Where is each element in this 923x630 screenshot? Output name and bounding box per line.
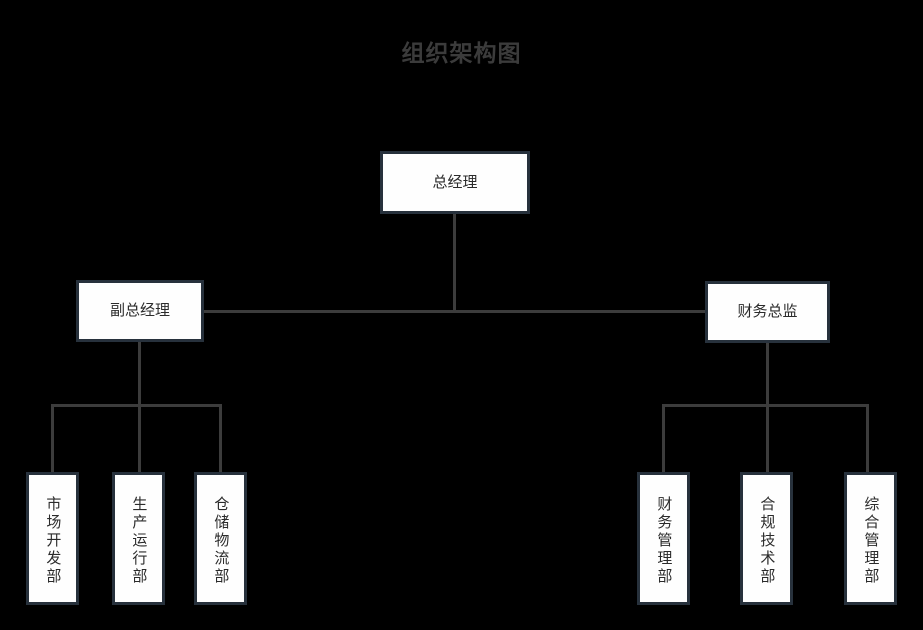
connector-right-group-bus	[662, 404, 869, 407]
node-deputy-general-manager[interactable]: 副总经理	[76, 280, 204, 342]
connector-level2-bus	[203, 310, 706, 313]
node-market-development-dept[interactable]: 市场开发部	[26, 472, 79, 605]
page-title: 组织架构图	[401, 40, 522, 66]
node-financial-director[interactable]: 财务总监	[705, 281, 830, 343]
connector-production-drop	[138, 404, 141, 473]
node-general-manager[interactable]: 总经理	[380, 151, 530, 214]
node-general-management-dept[interactable]: 综合管理部	[844, 472, 897, 605]
connector-compliance-drop	[766, 404, 769, 473]
connector-cfo-stem	[766, 342, 769, 406]
connector-left-group-bus	[51, 404, 222, 407]
connector-logistics-drop	[219, 404, 222, 473]
connector-gm-stem	[453, 213, 456, 313]
node-warehousing-logistics-dept[interactable]: 仓储物流部	[194, 472, 247, 605]
connector-market-dev-drop	[51, 404, 54, 473]
connector-finance-mgmt-drop	[662, 404, 665, 473]
node-financial-management-dept[interactable]: 财务管理部	[637, 472, 690, 605]
node-compliance-technology-dept[interactable]: 合规技术部	[740, 472, 793, 605]
connector-general-mgmt-drop	[866, 404, 869, 473]
connector-deputy-gm-stem	[138, 341, 141, 406]
node-production-operations-dept[interactable]: 生产运行部	[112, 472, 165, 605]
